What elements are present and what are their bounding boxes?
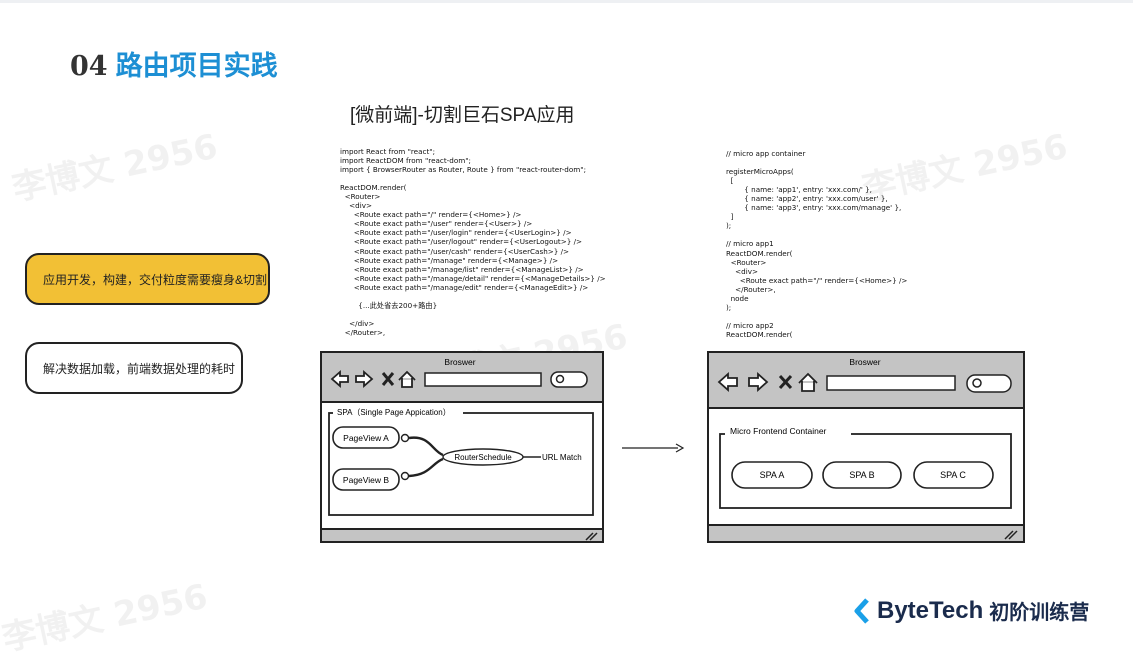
- code-line: <Router>: [340, 192, 381, 202]
- close-icon: [778, 374, 793, 390]
- spa-c-label: SPA C: [940, 470, 966, 480]
- browser-micro-frontend: Broswer Micro Frontend Container SPA A S…: [707, 351, 1025, 543]
- note-text: 解决数据加载，前端数据处理的耗时: [43, 361, 236, 376]
- page-view-a: [332, 426, 400, 449]
- code-line: <div>: [340, 201, 372, 211]
- home-icon: [398, 370, 416, 388]
- status-bar: [707, 524, 1025, 543]
- code-line: { name: 'app1', entry: 'xxx.com/' },: [726, 185, 872, 195]
- code-line: {...此处省去200+路由}: [340, 300, 438, 310]
- code-left: import React from "react"; import ReactD…: [340, 147, 606, 337]
- code-line: { name: 'app2', entry: 'xxx.com/user' },: [726, 194, 888, 204]
- spa-a: [731, 461, 813, 489]
- top-rule: [0, 0, 1133, 3]
- code-line: <Route exact path="/user" render={<User>…: [340, 219, 533, 229]
- spa-a-label: SPA A: [760, 470, 785, 480]
- route-link-b: [408, 457, 444, 478]
- spa-b: [822, 461, 902, 489]
- status-bar: [320, 528, 604, 543]
- url-match-label: URL Match: [542, 453, 582, 462]
- search-icon: [972, 378, 982, 388]
- spa-c: [913, 461, 994, 489]
- back-arrow-icon: [717, 371, 738, 393]
- code-line: [: [726, 176, 734, 186]
- code-line: ReactDOM.render(: [340, 183, 407, 193]
- page-view-b-label: PageView B: [343, 475, 389, 485]
- resize-handle-icon: [1004, 530, 1018, 540]
- forward-arrow-icon: [355, 370, 374, 388]
- search-icon: [555, 374, 565, 384]
- code-line: <div>: [726, 266, 758, 276]
- code-line: <Route exact path="/user/logout" render=…: [340, 237, 583, 247]
- code-line: ]: [726, 212, 734, 222]
- code-line: );: [726, 302, 732, 312]
- forward-arrow-icon: [748, 371, 769, 393]
- code-line: <Router>: [726, 257, 767, 267]
- code-line: <Route exact path="/manage" render={<Man…: [340, 255, 559, 265]
- code-line: <Route exact path="/manage/detail" rende…: [340, 273, 606, 283]
- note-text: 应用开发，构建，交付粒度需要瘦身&切割: [43, 272, 268, 287]
- code-line: <Route exact path="/user/cash" render={<…: [340, 246, 570, 256]
- note-data-loading: 解决数据加载，前端数据处理的耗时: [25, 342, 243, 394]
- back-arrow-icon: [330, 370, 349, 388]
- code-line: // micro app1: [726, 239, 774, 249]
- note-slim-delivery: 应用开发，构建，交付粒度需要瘦身&切割: [25, 253, 270, 305]
- code-line: );: [726, 221, 732, 231]
- connector-dot: [400, 471, 410, 481]
- diagram-subtitle: [微前端]-切割巨石SPA应用: [350, 105, 575, 126]
- code-line: { name: 'app3', entry: 'xxx.com/manage' …: [726, 203, 902, 213]
- code-line: ReactDOM.render(: [726, 329, 793, 339]
- page-view-a-label: PageView A: [343, 433, 389, 443]
- connector-dot: [400, 433, 410, 443]
- resize-handle-icon: [585, 532, 598, 541]
- address-bar: [424, 372, 542, 387]
- code-line: </Router>,: [340, 327, 386, 337]
- code-line: import ReactDOM from "react-dom";: [340, 156, 471, 166]
- code-line: node: [726, 293, 749, 303]
- watermark: 李博文 2956: [8, 126, 222, 210]
- code-line: // micro app container: [726, 149, 806, 158]
- code-line: <Route exact path="/manage/list" render=…: [340, 264, 584, 274]
- slide-number: 04: [70, 51, 108, 82]
- code-line: import { BrowserRouter as Router, Route …: [340, 165, 586, 175]
- brand-subtitle: 初阶训练营: [989, 602, 1090, 624]
- address-bar: [826, 375, 956, 391]
- router-schedule-label: RouterSchedule: [454, 453, 512, 462]
- slide-title-text: 路由项目实践: [115, 51, 278, 81]
- code-line: // micro app2: [726, 320, 774, 330]
- code-line: import React from "react";: [340, 147, 436, 156]
- brand: ByteTech 初阶训练营: [853, 596, 1089, 625]
- browser-spa: Broswer SPA（Single Page Appication） Page…: [320, 351, 604, 543]
- close-icon: [381, 372, 395, 386]
- code-line: <Route exact path="/manage/edit" render=…: [340, 282, 589, 292]
- bytetech-logo-icon: [854, 597, 869, 624]
- route-link-a: [408, 436, 444, 457]
- code-line: <Route exact path="/" render={<Home>} />: [340, 210, 522, 220]
- home-icon: [798, 372, 818, 392]
- code-line: </Router>,: [726, 284, 776, 294]
- code-line: ReactDOM.render(: [726, 248, 793, 258]
- brand-name: ByteTech: [877, 596, 984, 624]
- browser-title: Broswer: [444, 357, 475, 367]
- code-line: </div>: [340, 318, 375, 328]
- code-line: registerMicroApps(: [726, 167, 794, 177]
- browser-title: Broswer: [849, 357, 880, 367]
- code-line: <Route exact path="/user/login" render={…: [340, 228, 572, 238]
- page-view-b: [332, 468, 400, 491]
- code-line: <Route exact path="/" render={<Home>} />: [726, 275, 908, 285]
- transform-arrow: [622, 443, 685, 453]
- spa-b-label: SPA B: [849, 470, 874, 480]
- code-right: // micro app container registerMicroApps…: [726, 149, 907, 339]
- spa-container-label: SPA（Single Page Appication）: [337, 408, 451, 417]
- micro-frontend-container-label: Micro Frontend Container: [730, 426, 827, 436]
- watermark: 李博文 2956: [0, 576, 212, 660]
